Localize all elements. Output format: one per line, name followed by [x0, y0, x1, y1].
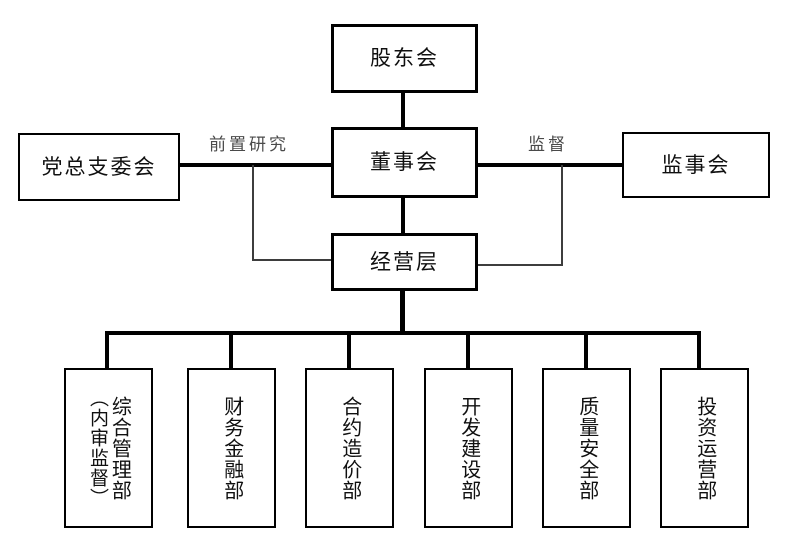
connector-bus-to-dept-1	[105, 331, 109, 370]
connector-bus-to-dept-4	[466, 331, 470, 370]
node-label-management-level: 经营层	[370, 250, 439, 274]
node-label-board-of-directors: 董事会	[370, 151, 439, 174]
connector-board-to-supervisors	[476, 163, 623, 167]
connector-pre-research-horizontal	[252, 259, 334, 261]
dept-label-development-construction-main: 开发建设部	[457, 395, 480, 501]
relation-label-supervision: 监督	[528, 135, 568, 154]
relation-label-pre-research: 前置研究	[209, 135, 289, 154]
dept-label-general-management-sub: （内审监督）	[86, 388, 108, 508]
node-management-level[interactable]: 经营层	[331, 233, 478, 291]
connector-management-to-bus	[400, 289, 405, 335]
node-shareholders-meeting[interactable]: 股东会	[331, 24, 478, 93]
dept-label-quality-safety-main: 质量安全部	[575, 395, 598, 501]
connector-shareholders-to-board	[401, 91, 405, 129]
connector-supervision-horizontal	[476, 264, 563, 266]
dept-label-investment-operation-main: 投资运营部	[693, 395, 716, 501]
dept-label-finance-main: 财务金融部	[220, 395, 243, 501]
dept-box-development-construction[interactable]: 开发建设部	[424, 368, 513, 528]
dept-box-investment-operation[interactable]: 投资运营部	[660, 368, 749, 528]
connector-bus-to-dept-6	[697, 331, 701, 370]
connector-supervision-vertical	[561, 165, 563, 266]
connector-pre-research-vertical	[252, 165, 254, 261]
node-party-committee[interactable]: 党总支委会	[18, 133, 180, 201]
node-board-of-directors[interactable]: 董事会	[331, 127, 478, 198]
connector-bus-to-dept-2	[229, 331, 233, 370]
dept-label-contract-cost-main: 合约造价部	[338, 395, 361, 501]
dept-label-general-management-main: 综合管理部	[108, 395, 131, 501]
department-distribution-bar	[105, 331, 701, 335]
dept-box-finance[interactable]: 财务金融部	[187, 368, 276, 528]
dept-box-general-management[interactable]: 综合管理部 （内审监督）	[64, 368, 153, 528]
node-label-party-committee: 党总支委会	[41, 155, 157, 179]
dept-box-contract-cost[interactable]: 合约造价部	[305, 368, 394, 528]
node-label-shareholders-meeting: 股东会	[370, 47, 439, 70]
connector-bus-to-dept-3	[347, 331, 351, 370]
connector-bus-to-dept-5	[584, 331, 588, 370]
node-label-board-of-supervisors: 监事会	[661, 153, 731, 177]
dept-box-quality-safety[interactable]: 质量安全部	[542, 368, 631, 528]
connector-board-to-management	[401, 196, 405, 235]
connector-party-to-board	[179, 163, 333, 167]
node-board-of-supervisors[interactable]: 监事会	[622, 132, 770, 198]
